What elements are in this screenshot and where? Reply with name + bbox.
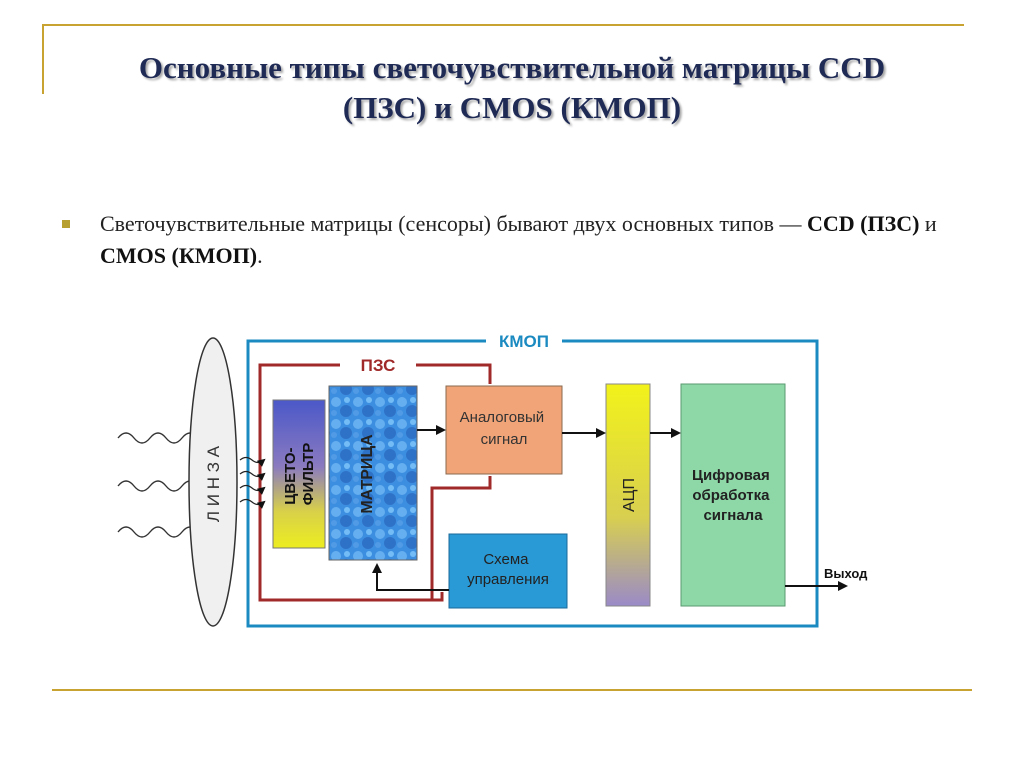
adc-label: АЦП xyxy=(621,478,638,512)
digital-line-1: Цифровая xyxy=(692,467,770,484)
square-bullet-icon xyxy=(62,220,70,228)
signal-arrows xyxy=(372,425,848,591)
bottom-rule xyxy=(52,689,972,691)
cmos-label: КМОП xyxy=(499,332,549,351)
ccd-frame-lower xyxy=(430,476,492,600)
digital-line-2: обработка xyxy=(692,487,770,504)
matrix-label: МАТРИЦА xyxy=(359,434,376,514)
control-circuit-label: Схема управления xyxy=(467,551,549,588)
color-filter-line-2: ФИЛЬТР xyxy=(300,443,317,506)
control-line-2: управления xyxy=(467,571,549,588)
digital-line-3: сигнала xyxy=(703,507,763,524)
title-line-2: (ПЗС) и CMOS (КМОП) xyxy=(342,90,682,125)
top-rule xyxy=(42,24,964,26)
lens-label: Л И Н З А xyxy=(204,445,223,522)
analog-line-1: Аналоговый xyxy=(460,409,545,426)
bullet-bold-cmos: CMOS (КМОП) xyxy=(100,243,258,268)
ccd-frame xyxy=(258,363,444,602)
lens-shape xyxy=(188,337,238,627)
analog-line-2: сигнал xyxy=(481,431,528,448)
ccd-label: ПЗС xyxy=(361,356,396,375)
analog-signal-label: Аналоговый сигнал xyxy=(460,409,549,448)
bullet-connector: и xyxy=(919,211,937,236)
digital-processing-block xyxy=(680,383,786,607)
analog-signal-block xyxy=(445,385,563,475)
lens-to-filter-arrows xyxy=(239,456,266,509)
matrix-block xyxy=(328,385,418,561)
title-line-1: Основные типы светочувствительной матриц… xyxy=(138,50,886,85)
control-circuit-block xyxy=(448,533,568,609)
cmos-frame xyxy=(246,339,819,628)
adc-block xyxy=(605,383,651,607)
left-rule xyxy=(42,24,44,94)
control-line-1: Схема xyxy=(483,551,529,568)
bullet-text-before: Светочувствительные матрицы (сенсоры) бы… xyxy=(100,211,807,236)
color-filter-label: ЦВЕТО- ФИЛЬТР xyxy=(282,443,317,506)
bullet-end: . xyxy=(257,243,263,268)
output-label: Выход xyxy=(824,566,868,581)
bullet-bold-ccd: CCD (ПЗС) xyxy=(806,211,920,236)
ccd-frame-right xyxy=(416,363,492,384)
color-filter-block xyxy=(272,399,326,549)
digital-processing-label: Цифровая обработка сигнала xyxy=(692,467,774,524)
slide-title: Основные типы светочувствительной матриц… xyxy=(60,48,964,128)
color-filter-line-1: ЦВЕТО- xyxy=(282,447,299,504)
bullet-text: Светочувствительные матрицы (сенсоры) бы… xyxy=(100,208,952,272)
